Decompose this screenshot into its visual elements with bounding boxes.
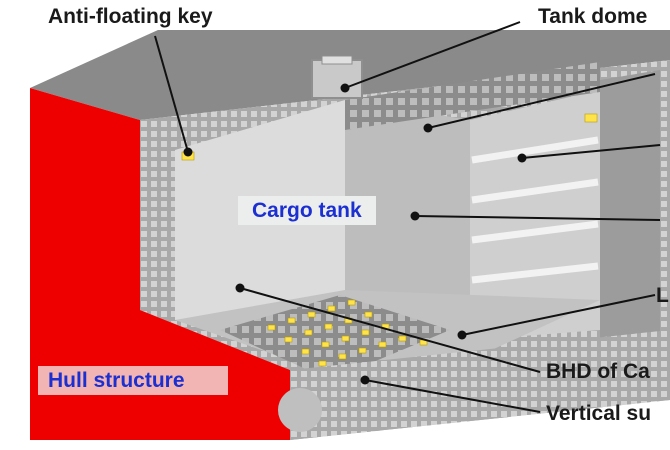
leader-dots — [183, 83, 527, 385]
label-cargo-tank-text: Cargo tank — [252, 199, 362, 222]
cargo-tank-far-wall — [345, 100, 470, 320]
label-l-cut: L — [656, 284, 669, 307]
label-tank-dome: Tank dome — [538, 5, 648, 28]
hull-bottom-cut — [290, 330, 670, 440]
right-frame-ribs — [471, 136, 599, 284]
tank-top-stiffeners — [345, 62, 600, 130]
label-hull-structure: Hull structure — [38, 366, 228, 395]
label-bhd-of-cargo: BHD of Ca — [546, 360, 650, 383]
bottom-support-grid — [220, 295, 450, 380]
label-anti-floating-key: Anti-floating key — [48, 5, 213, 28]
label-hull-structure-text: Hull structure — [48, 369, 185, 392]
hull-cut-face-front — [30, 88, 290, 440]
anti-floating-key-right — [584, 113, 598, 123]
leader-lines — [154, 21, 661, 413]
label-cargo-tank: Cargo tank — [238, 196, 376, 225]
tank-dome — [311, 59, 363, 99]
label-vertical-support: Vertical su — [546, 402, 652, 425]
